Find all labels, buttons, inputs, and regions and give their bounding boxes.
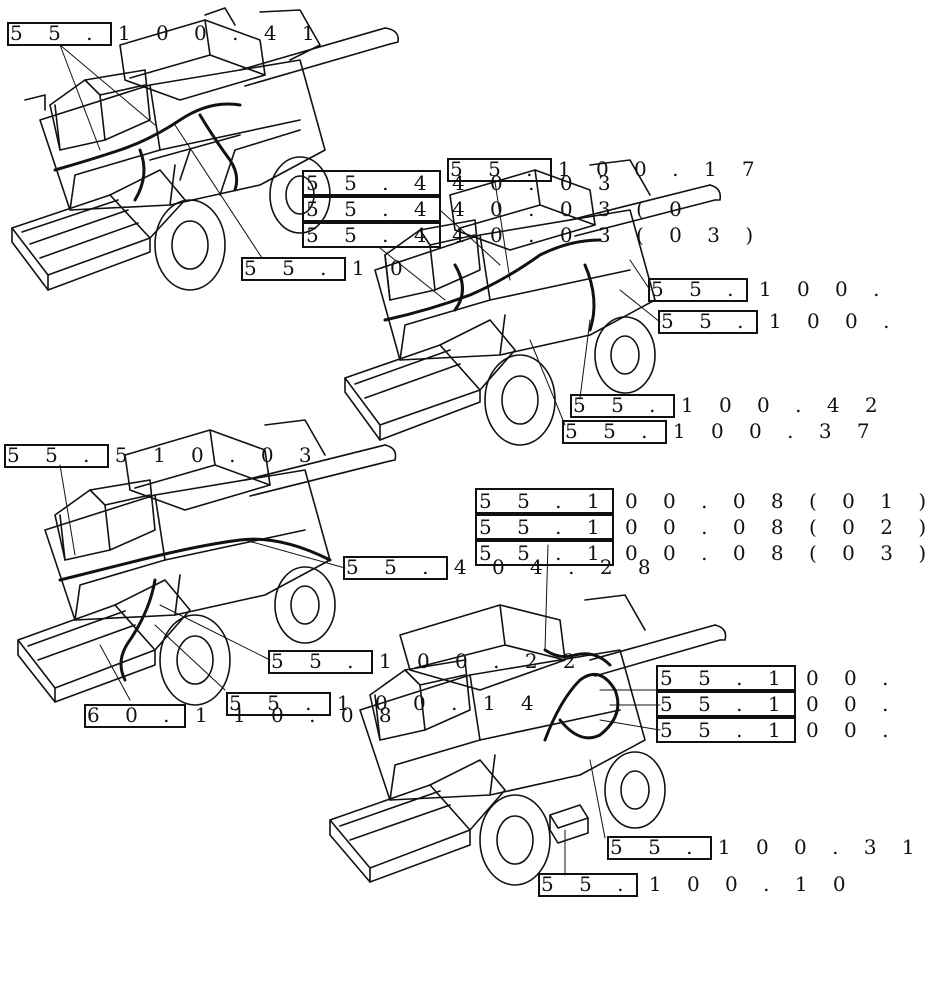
machine-middle-left <box>17 419 397 706</box>
callout-55-100-17: 5 5 . 1 0 0 . 1 7 <box>450 157 765 181</box>
callout-55-440-03-c: 5 5 . 4 4 0 . 0 3 ( 0 3 ) <box>306 223 763 247</box>
callout-box <box>241 257 346 281</box>
callout-box <box>343 556 448 580</box>
callout-box <box>562 420 667 444</box>
callout-box <box>570 394 675 418</box>
callout-55-100-e: 5 5 . 1 0 0 . <box>660 718 898 742</box>
callout-box <box>268 650 373 674</box>
callout-box <box>656 665 796 691</box>
callout-55-404-28: 5 5 . 4 0 4 . 2 8 <box>346 555 661 579</box>
callout-55-100-22: 5 5 . 1 0 0 . 2 2 <box>271 649 586 673</box>
callout-box <box>475 488 614 514</box>
callout-55-100-c: 5 5 . 1 0 0 . <box>660 666 898 690</box>
callout-box <box>648 278 748 302</box>
callout-box <box>607 836 712 860</box>
callout-55-100-14: 5 5 . 1 0 0 . 1 4 <box>229 691 544 715</box>
callout-55-100-31: 5 5 . 1 0 0 . 3 1 <box>610 835 925 859</box>
callout-55-10: 5 5 . 1 0 <box>244 256 413 280</box>
callout-box <box>84 704 186 728</box>
callout-55-100-d: 5 5 . 1 0 0 . <box>660 692 898 716</box>
callout-box <box>658 310 758 334</box>
callout-box <box>7 22 112 46</box>
callout-55-100-41: 5 5 . 1 0 0 . 4 1 <box>10 21 325 45</box>
callout-55-440-03-b: 5 5 . 4 4 0 . 0 3 ( 0 <box>306 197 692 221</box>
callout-box <box>302 222 441 248</box>
callout-55-100-08-01: 5 5 . 1 0 0 . 0 8 ( 0 1 ) <box>479 489 936 513</box>
callout-box <box>302 196 441 222</box>
callout-box <box>4 444 109 468</box>
callout-55-100-08-03: 5 5 . 1 0 0 . 0 8 ( 0 3 ) <box>479 541 936 565</box>
callout-55-510-03: 5 5 . 5 1 0 . 0 3 <box>7 443 322 467</box>
callout-55-100-42: 5 5 . 1 0 0 . 4 2 <box>573 393 888 417</box>
callout-55-100-10: 5 5 . 1 0 0 . 1 0 <box>541 872 856 896</box>
callout-55-100-08-02: 5 5 . 1 0 0 . 0 8 ( 0 2 ) <box>479 515 936 539</box>
machine-bottom-right <box>329 594 727 886</box>
callout-box <box>656 717 796 743</box>
callout-box <box>475 514 614 540</box>
callout-55-100-a: 5 5 . 1 0 0 . <box>651 277 889 301</box>
callout-55-440-03-a: 5 5 . 4 4 0 . 0 3 <box>306 171 621 195</box>
callout-box <box>302 170 441 196</box>
parts-diagram-page: 5 5 . 1 0 0 . 4 1 5 5 . 1 0 5 5 . 1 0 0 … <box>4 7 927 897</box>
callout-55-100-b: 5 5 . 1 0 0 . <box>661 309 899 333</box>
callout-60-110-08: 6 0 . 1 1 0 . 0 8 <box>87 703 402 727</box>
leader-lines <box>59 44 661 876</box>
callout-box <box>447 158 552 182</box>
callout-box <box>475 540 614 566</box>
combine-harvester-icon <box>11 7 727 886</box>
callout-box <box>538 873 638 897</box>
machine-top-left <box>11 7 400 291</box>
callout-box <box>226 692 331 716</box>
callout-box <box>656 691 796 717</box>
callout-55-100-37: 5 5 . 1 0 0 . 3 7 <box>565 419 880 443</box>
